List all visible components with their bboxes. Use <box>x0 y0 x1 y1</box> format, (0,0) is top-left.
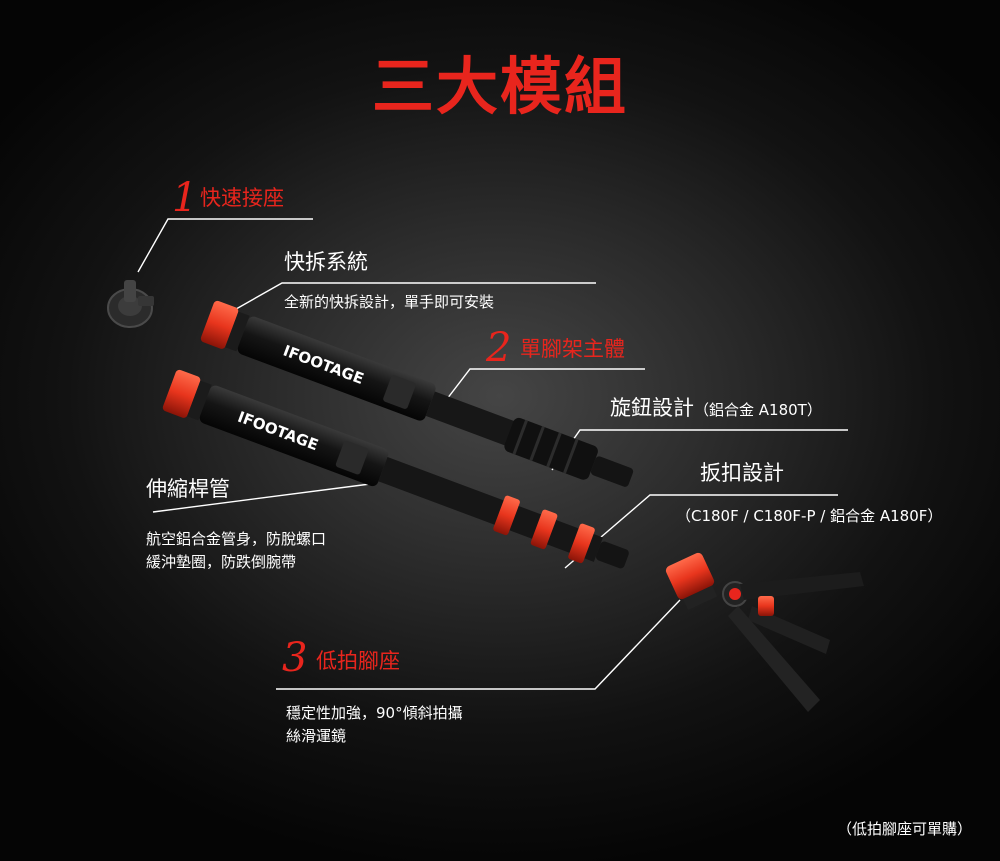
quick-release-desc: 全新的快拆設計，單手即可安裝 <box>284 293 495 311</box>
module-1-title: 快速接座 <box>200 186 284 210</box>
module-2-number: 2 <box>486 325 512 371</box>
flip-lock-title: 扳扣設計 <box>700 461 784 485</box>
knob-feature-heading: 旋鈕設計（鋁合金 A180T） <box>610 398 822 419</box>
telescopic-desc-line-1: 航空鋁合金管身，防脫螺口 <box>146 530 327 548</box>
module-3-title: 低拍腳座 <box>316 649 400 673</box>
monopod-lower: IFOOTAGE <box>162 369 629 569</box>
page-title: 三大模組 <box>371 50 628 123</box>
leader-lines <box>137 218 848 690</box>
telescopic-title: 伸縮桿管 <box>146 477 230 501</box>
module-2-title: 單腳架主體 <box>520 337 625 361</box>
module-3-number: 3 <box>282 635 308 681</box>
flip-lock-note: （C180F / C180F-P / 鋁合金 A180F） <box>676 507 943 525</box>
low-angle-desc-line-2: 絲滑運鏡 <box>286 727 347 745</box>
footnote: （低拍腳座可單購） <box>836 820 972 838</box>
quick-release-title: 快拆系統 <box>284 250 368 274</box>
low-angle-desc-line-1: 穩定性加強，90°傾斜拍攝 <box>286 704 463 722</box>
knob-note: （鋁合金 A180T） <box>694 401 822 419</box>
low-angle-base <box>665 552 864 712</box>
module-1-number: 1 <box>172 175 198 221</box>
knob-title: 旋鈕設計 <box>610 396 694 420</box>
quick-release-plate <box>107 280 154 328</box>
telescopic-desc-line-2: 緩沖墊圈，防跌倒腕帶 <box>146 553 297 571</box>
